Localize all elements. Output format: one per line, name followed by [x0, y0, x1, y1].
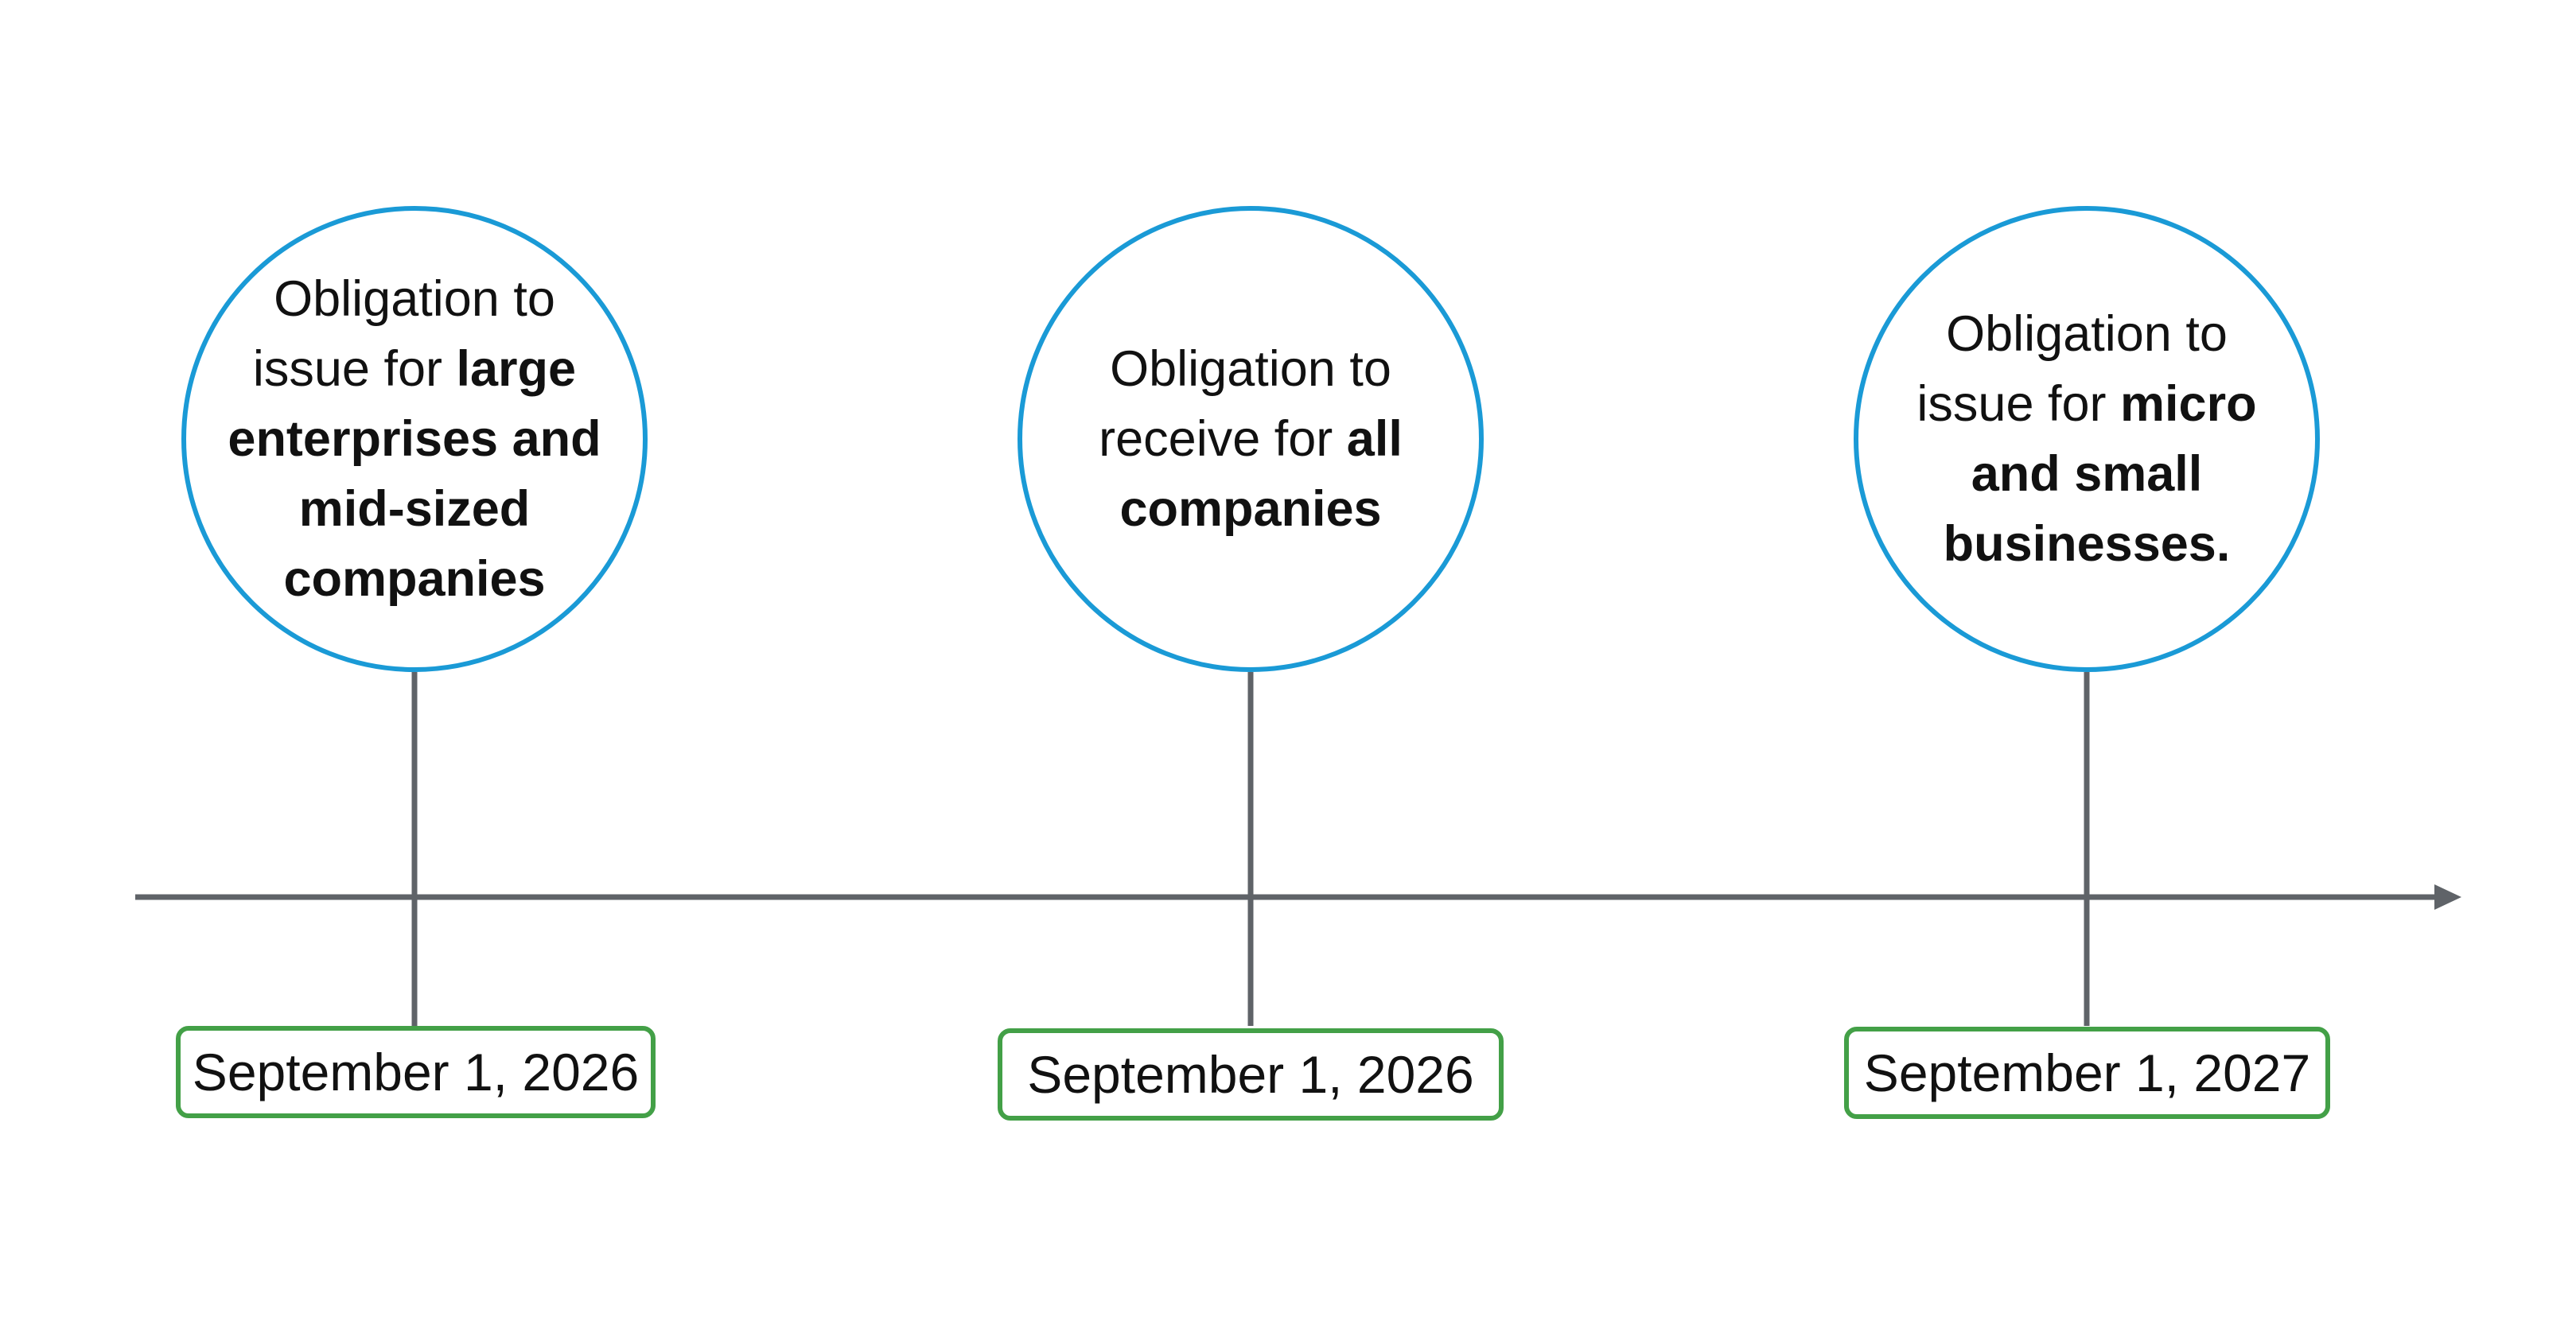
- milestone-text-regular-3: Obligation to issue for: [1916, 306, 2228, 432]
- milestone-text-regular-1: Obligation to issue for: [252, 271, 555, 397]
- milestone-text-1: Obligation to issue for large enterprise…: [224, 264, 605, 614]
- milestone-text-2: Obligation to receive for all companies: [1080, 334, 1422, 544]
- date-box-3: September 1, 2027: [1844, 1027, 2330, 1119]
- milestone-circle-2: Obligation to receive for all companies: [1018, 206, 1484, 672]
- milestone-text-bold-2: all companies: [1119, 411, 1403, 537]
- milestone-circle-3: Obligation to issue for micro and small …: [1854, 206, 2320, 672]
- date-label-3: September 1, 2027: [1863, 1043, 2311, 1102]
- date-label-1: September 1, 2026: [192, 1043, 640, 1101]
- milestone-text-bold-3: micro and small businesses.: [1943, 376, 2257, 572]
- date-box-2: September 1, 2026: [998, 1028, 1504, 1121]
- milestone-text-regular-2: Obligation to receive for: [1099, 341, 1391, 467]
- milestone-text-3: Obligation to issue for micro and small …: [1904, 299, 2270, 579]
- date-box-1: September 1, 2026: [176, 1026, 656, 1118]
- date-label-2: September 1, 2026: [1027, 1045, 1474, 1104]
- timeline-arrowhead: [2434, 884, 2461, 910]
- milestone-circle-1: Obligation to issue for large enterprise…: [181, 206, 648, 672]
- milestone-text-bold-1: large enterprises and mid-sized companie…: [228, 341, 601, 607]
